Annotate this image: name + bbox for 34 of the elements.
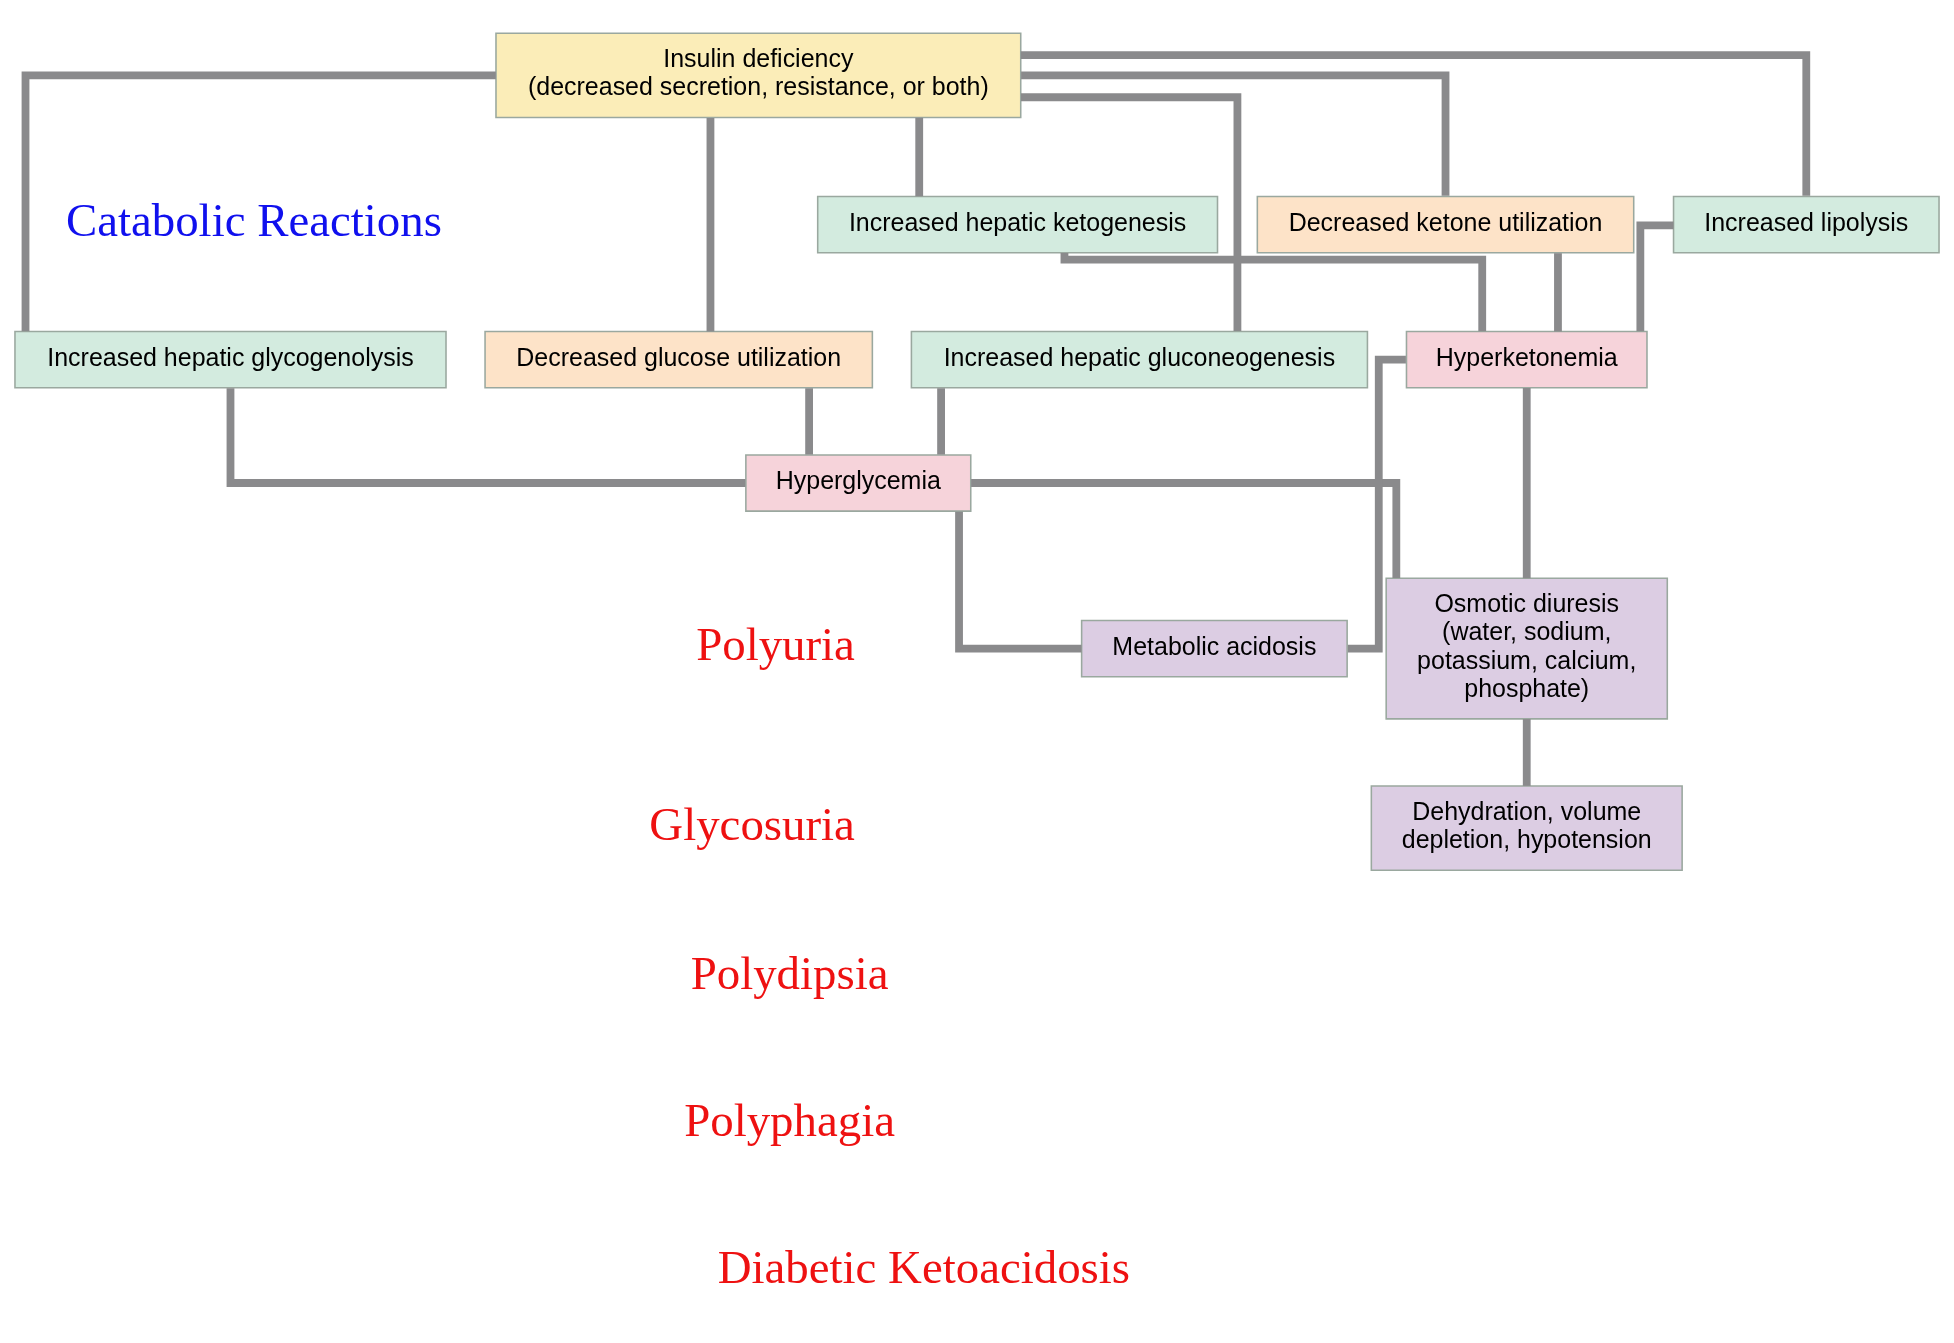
label: Glycosuria xyxy=(649,797,855,850)
node-box: Increased lipolysis xyxy=(1672,195,1940,253)
connector xyxy=(1021,92,1242,331)
node-box: Hyperglycemia xyxy=(745,453,972,512)
connector xyxy=(1522,387,1531,578)
connector xyxy=(937,387,945,455)
node-box: Decreased glucose utilization xyxy=(484,330,874,389)
connector xyxy=(21,71,496,331)
connector xyxy=(955,511,1082,652)
connector xyxy=(971,478,1401,578)
node-box: Increased hepatic glycogenolysis xyxy=(14,330,447,389)
connector xyxy=(805,387,813,455)
connector xyxy=(1522,718,1531,786)
node-box: Insulin deficiency (decreased secretion, resistance, or both) xyxy=(495,31,1022,118)
node-box: Osmotic diuresis (water, sodium, potassium, calcium, phosphate) xyxy=(1385,577,1669,720)
label: Polydipsia xyxy=(690,946,889,999)
node-box: Decreased ketone utilization xyxy=(1256,195,1635,253)
connector xyxy=(1021,71,1450,196)
connector xyxy=(1020,50,1811,196)
node-box: Increased hepatic ketogenesis xyxy=(816,195,1219,253)
connector xyxy=(706,117,715,331)
connector xyxy=(915,117,924,196)
connector xyxy=(1636,220,1674,331)
node-box: Dehydration, volume depletion, hypotension xyxy=(1370,784,1683,871)
label: Polyphagia xyxy=(684,1093,895,1146)
connector xyxy=(226,387,746,487)
node-box: Metabolic acidosis xyxy=(1080,619,1348,677)
node-box: Increased hepatic gluconeogenesis xyxy=(910,330,1369,389)
connector xyxy=(1347,355,1406,652)
node-box: Hyperketonemia xyxy=(1405,330,1648,389)
label: Polyuria xyxy=(696,617,855,670)
label: Diabetic Ketoacidosis xyxy=(717,1240,1131,1293)
connector xyxy=(1554,252,1562,331)
label: Catabolic Reactions xyxy=(65,193,442,246)
